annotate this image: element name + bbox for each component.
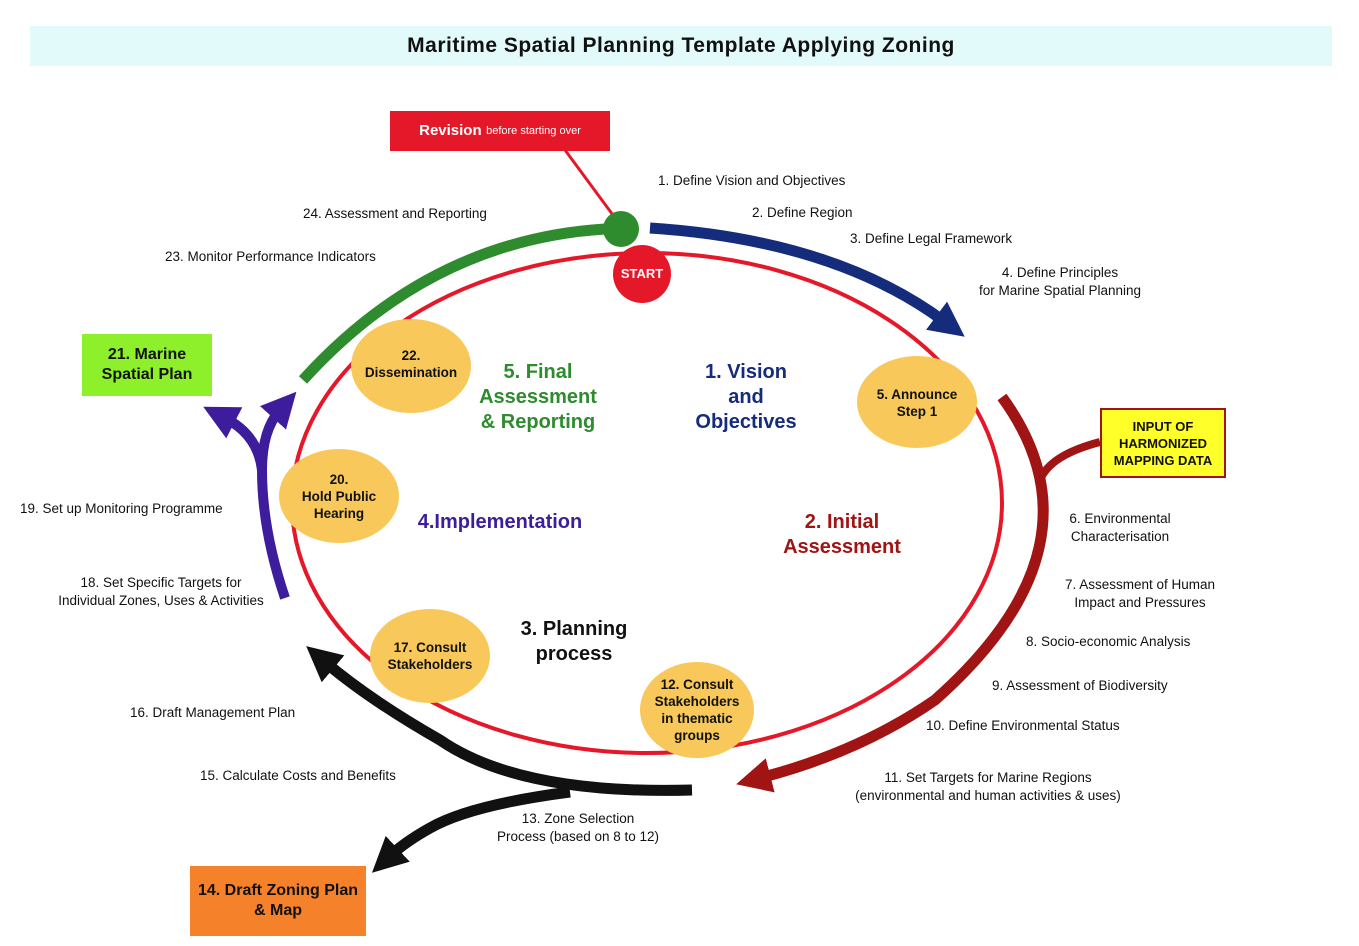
phase-final: 5. Final Assessment & Reporting bbox=[458, 360, 618, 435]
oval-hearing bbox=[279, 449, 399, 543]
phase-initial-line2: Assessment bbox=[783, 536, 901, 558]
black-arrow-main bbox=[306, 646, 693, 796]
oval-dissemination bbox=[351, 319, 471, 413]
revision-connector bbox=[563, 149, 623, 227]
black-arrow-branch bbox=[371, 786, 571, 873]
zoning-plan-line2: & Map bbox=[254, 902, 302, 919]
step-6-line2: Characterisation bbox=[1070, 529, 1170, 544]
marine-plan-line1: 21. Marine bbox=[107, 346, 187, 363]
phase-initial: 2. Initial Assessment bbox=[762, 510, 922, 560]
input-data-line2: HARMONIZED bbox=[1118, 435, 1208, 451]
revision-bold: Revision bbox=[419, 122, 482, 139]
oval-dissemination-label: 22. Dissemination bbox=[351, 347, 471, 381]
marine-plan-box: 21. Marine Spatial Plan bbox=[82, 334, 212, 396]
step-2: 2. Define Region bbox=[752, 205, 853, 220]
step-24: 24. Assessment and Reporting bbox=[303, 206, 487, 221]
diagram-title: Maritime Spatial Planning Template Apply… bbox=[407, 34, 955, 57]
step-7: 7. Assessment of Human Impact and Pressu… bbox=[1040, 576, 1240, 612]
start-circle bbox=[613, 245, 671, 303]
phase-vision-line2: and bbox=[728, 386, 764, 408]
phase-planning-line2: process bbox=[535, 643, 613, 665]
step-11-line1: 11. Set Targets for Marine Regions bbox=[884, 770, 1092, 785]
purple-arrow-branch bbox=[203, 406, 267, 471]
phase-implementation: 4.Implementation bbox=[400, 510, 600, 535]
step-6: 6. Environmental Characterisation bbox=[1040, 510, 1200, 546]
revision-small: before starting over bbox=[486, 125, 581, 137]
oval-consult17 bbox=[370, 609, 490, 703]
step-23: 23. Monitor Performance Indicators bbox=[165, 249, 376, 264]
phase-vision: 1. Vision and Objectives bbox=[676, 360, 816, 435]
step-16: 16. Draft Management Plan bbox=[130, 705, 296, 720]
phase-vision-line1: 1. Vision bbox=[705, 361, 787, 383]
input-data-box: INPUT OF HARMONIZED MAPPING DATA bbox=[1100, 408, 1226, 478]
step-1: 1. Define Vision and Objectives bbox=[658, 173, 846, 188]
oval-consult17-line1: 17. Consult bbox=[393, 640, 467, 655]
phase-final-line1: 5. Final bbox=[503, 361, 573, 383]
step-4: 4. Define Principles for Marine Spatial … bbox=[960, 264, 1160, 300]
marine-plan-line2: Spatial Plan bbox=[101, 366, 193, 383]
oval-consult17-label: 17. Consult Stakeholders bbox=[370, 639, 490, 673]
phase-initial-line1: 2. Initial bbox=[804, 511, 880, 533]
phase-final-line2: Assessment bbox=[479, 386, 597, 408]
oval-hearing-line2: Hold Public bbox=[301, 489, 377, 504]
phase-planning: 3. Planning process bbox=[494, 617, 654, 667]
oval-hearing-label: 20. Hold Public Hearing bbox=[279, 471, 399, 522]
step-3: 3. Define Legal Framework bbox=[850, 231, 1013, 246]
phase-implementation-line1: 4.Implementation bbox=[417, 511, 583, 533]
title-bar: Maritime Spatial Planning Template Apply… bbox=[30, 26, 1332, 66]
step-11-line2: (environmental and human activities & us… bbox=[855, 788, 1121, 803]
revision-box: Revision before starting over bbox=[390, 111, 610, 151]
oval-consult12-line3: in thematic bbox=[661, 711, 733, 726]
step-4-line2: for Marine Spatial Planning bbox=[978, 283, 1142, 298]
green-arc bbox=[298, 223, 606, 384]
oval-announce-label: 5. Announce Step 1 bbox=[857, 386, 977, 420]
step-19: 19. Set up Monitoring Programme bbox=[20, 501, 223, 516]
oval-announce bbox=[857, 356, 977, 448]
zoning-plan-box: 14. Draft Zoning Plan & Map bbox=[190, 866, 366, 936]
start-label: START bbox=[620, 266, 664, 281]
input-data-line1: INPUT OF bbox=[1132, 418, 1194, 434]
step-7-line2: Impact and Pressures bbox=[1074, 595, 1206, 610]
oval-consult12-line2: Stakeholders bbox=[654, 694, 740, 709]
oval-consult12-line1: 12. Consult bbox=[660, 677, 734, 692]
step-11: 11. Set Targets for Marine Regions (envi… bbox=[818, 769, 1158, 805]
navy-arrow bbox=[649, 222, 965, 337]
step-7-line1: 7. Assessment of Human bbox=[1064, 577, 1216, 592]
step-6-line1: 6. Environmental bbox=[1069, 511, 1171, 526]
step-8: 8. Socio-economic Analysis bbox=[1026, 634, 1191, 649]
oval-consult12-line4: groups bbox=[674, 728, 720, 743]
phase-vision-line3: Objectives bbox=[695, 411, 797, 433]
oval-announce-line2: Step 1 bbox=[896, 404, 938, 419]
purple-arrow-main bbox=[256, 391, 297, 600]
oval-dissemination-line2: Dissemination bbox=[364, 365, 458, 380]
oval-consult12 bbox=[640, 662, 754, 758]
phase-planning-line1: 3. Planning bbox=[520, 618, 628, 640]
step-9: 9. Assessment of Biodiversity bbox=[992, 678, 1168, 693]
step-4-line1: 4. Define Principles bbox=[1001, 265, 1119, 280]
step-15: 15. Calculate Costs and Benefits bbox=[200, 768, 396, 783]
input-data-connector bbox=[1036, 438, 1102, 482]
oval-consult12-label: 12. Consult Stakeholders in thematic gro… bbox=[637, 676, 757, 744]
phase-final-line3: & Reporting bbox=[480, 411, 596, 433]
zoning-plan-line1: 14. Draft Zoning Plan bbox=[197, 882, 358, 899]
input-data-line3: MAPPING DATA bbox=[1113, 452, 1213, 468]
oval-dissemination-line1: 22. bbox=[401, 348, 421, 363]
step-18: 18. Set Specific Targets for Individual … bbox=[30, 574, 292, 610]
step-10: 10. Define Environmental Status bbox=[926, 718, 1120, 733]
step-13: 13. Zone Selection Process (based on 8 t… bbox=[468, 810, 688, 846]
oval-hearing-line3: Hearing bbox=[313, 506, 365, 521]
step-13-line1: 13. Zone Selection bbox=[521, 811, 635, 826]
oval-hearing-line1: 20. bbox=[329, 472, 349, 487]
step-13-line2: Process (based on 8 to 12) bbox=[496, 829, 660, 844]
step-18-line2: Individual Zones, Uses & Activities bbox=[58, 593, 264, 608]
green-junction bbox=[603, 211, 639, 247]
oval-consult17-line2: Stakeholders bbox=[387, 657, 473, 672]
step-18-line1: 18. Set Specific Targets for bbox=[80, 575, 242, 590]
oval-announce-line1: 5. Announce bbox=[876, 387, 958, 402]
